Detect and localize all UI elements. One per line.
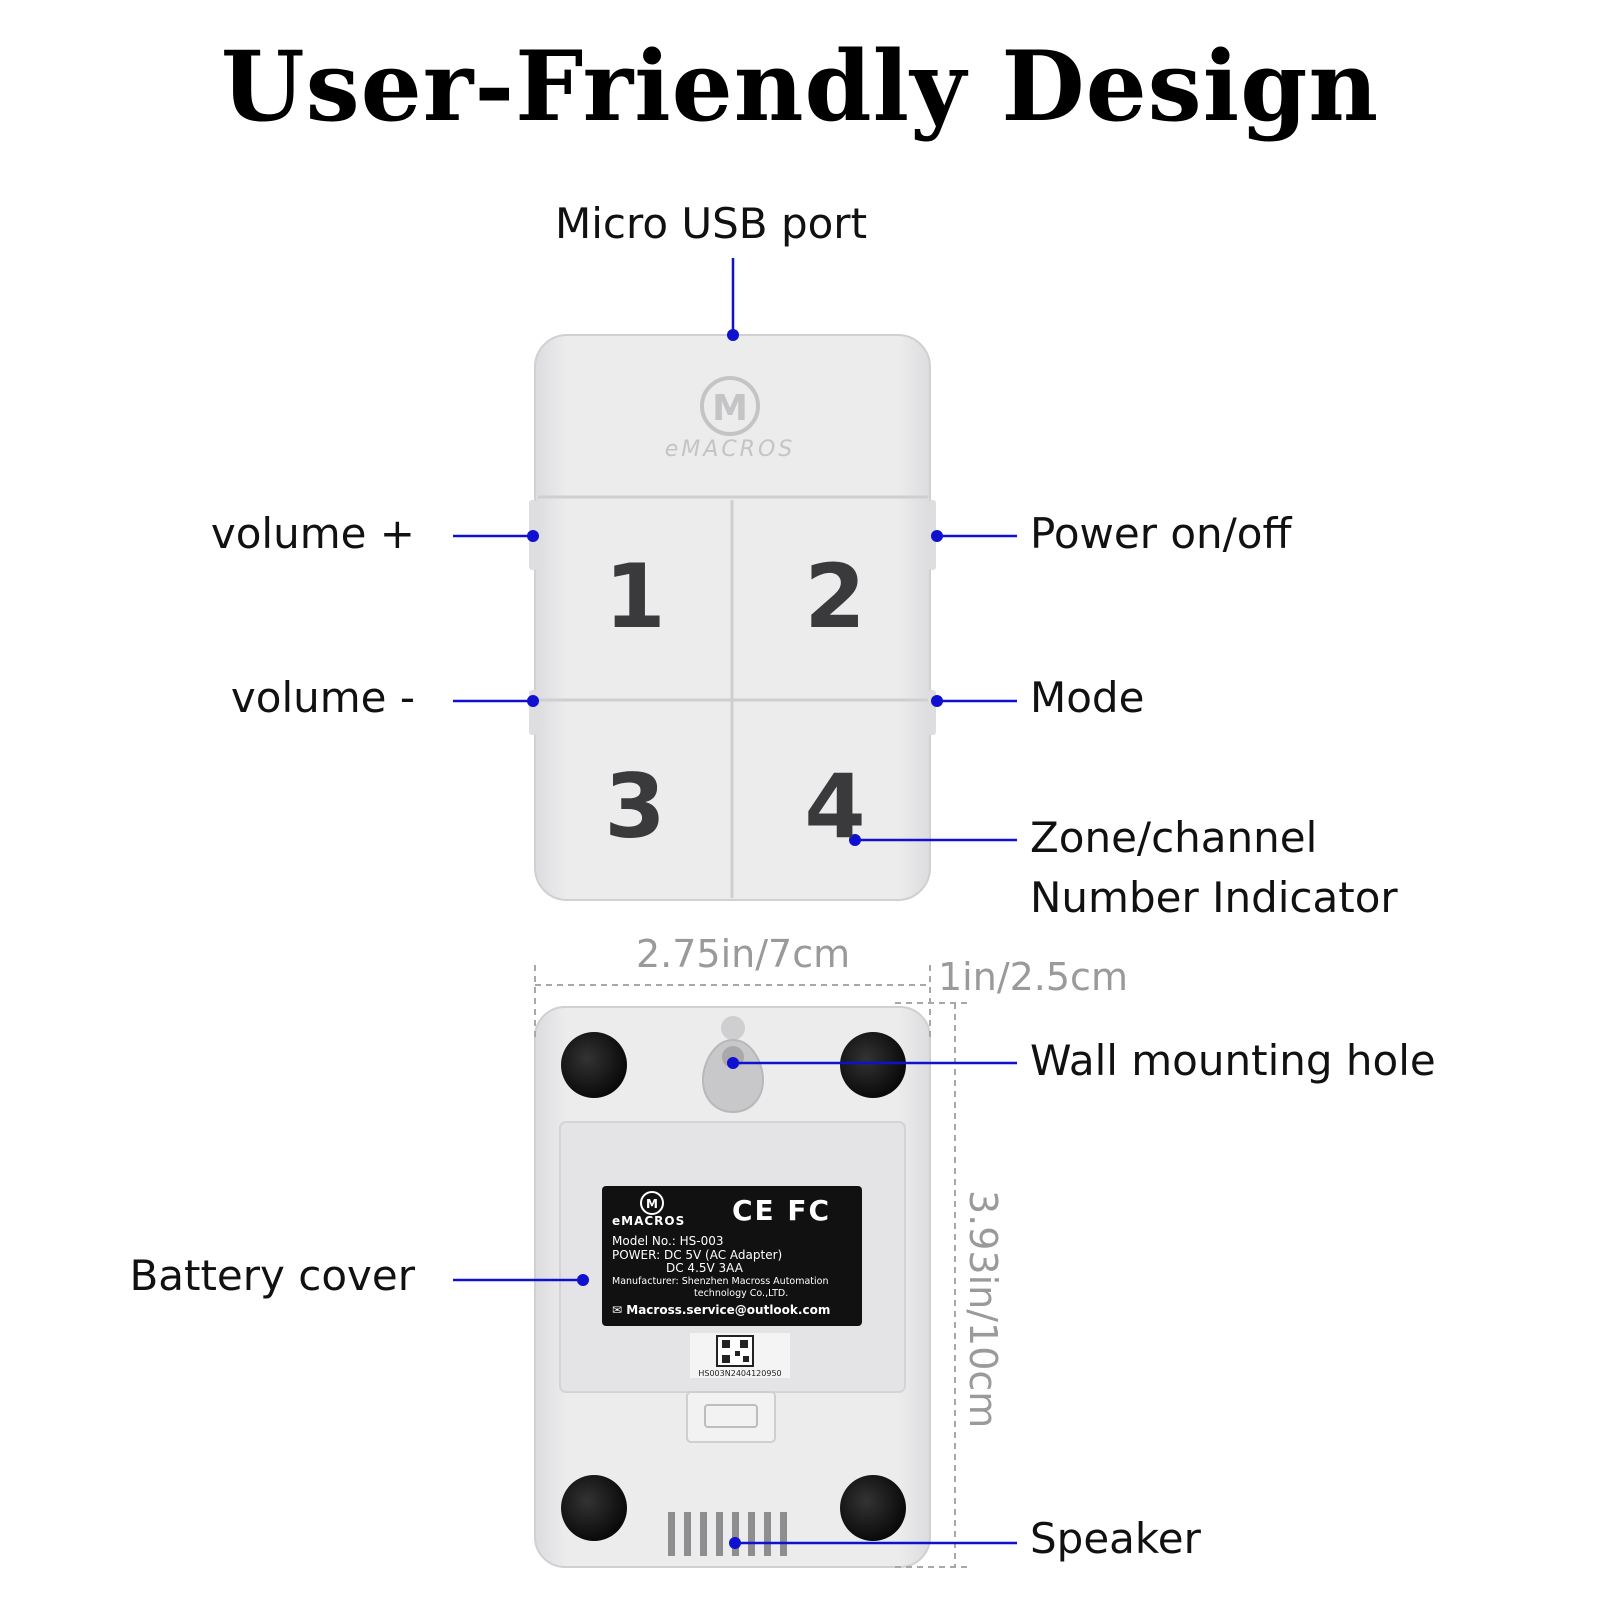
brand-logo-icon: M eMACROS xyxy=(665,376,796,462)
certification-marks: CE FC xyxy=(732,1194,832,1227)
label-plate: M xyxy=(602,1186,862,1326)
speaker-grill-icon xyxy=(668,1512,787,1556)
manufacturer-1: Manufacturer: Shenzhen Macross Automatio… xyxy=(612,1276,829,1287)
svg-text:eMACROS: eMACROS xyxy=(665,437,796,462)
speaker-label: Speaker xyxy=(1030,1514,1201,1563)
model-number: Model No.: HS-003 xyxy=(612,1234,724,1248)
svg-text:M: M xyxy=(646,1197,658,1211)
brand-name: eMACROS xyxy=(612,1214,686,1228)
qr-code-icon xyxy=(690,1333,790,1378)
back-device: M xyxy=(534,1006,931,1568)
manufacturer-2: technology Co.,LTD. xyxy=(694,1288,789,1299)
button-4-label: 4 xyxy=(804,755,866,858)
support-email-text: Macross.service@outlook.com xyxy=(626,1303,831,1317)
battery-cover-label: Battery cover xyxy=(129,1251,415,1300)
width-dimension-label: 2.75in/7cm xyxy=(636,932,851,976)
page-title: User-Friendly Design xyxy=(220,30,1380,143)
serial-number: HS003N2404120950 xyxy=(698,1369,782,1378)
micro-usb-label: Micro USB port xyxy=(555,199,868,248)
callout-lines xyxy=(453,258,1017,1545)
power-spec-2: DC 4.5V 3AA xyxy=(666,1261,743,1275)
callout-dots xyxy=(527,329,943,1549)
button-1-label: 1 xyxy=(604,545,666,648)
svg-text:M: M xyxy=(712,388,748,429)
wall-mounting-hole-label: Wall mounting hole xyxy=(1030,1036,1436,1085)
depth-dimension-label: 1in/2.5cm xyxy=(938,955,1128,999)
dimension-lines xyxy=(534,965,970,1568)
volume-down-label: volume - xyxy=(230,673,415,722)
front-device: M eMACROS xyxy=(529,334,936,901)
button-2-label: 2 xyxy=(804,545,866,648)
zone-indicator-label-line1: Zone/channel xyxy=(1030,813,1318,862)
mail-icon: ✉ xyxy=(612,1303,623,1317)
power-label: Power on/off xyxy=(1030,509,1292,558)
zone-indicator-label-line2: Number Indicator xyxy=(1030,873,1398,922)
support-email: ✉ Macross.service@outlook.com xyxy=(612,1303,830,1317)
power-spec-1: POWER: DC 5V (AC Adapter) xyxy=(612,1248,783,1262)
volume-up-label: volume + xyxy=(210,509,415,558)
label-plate-text: eMACROS CE FC Model No.: HS-003 POWER: D… xyxy=(606,1190,858,1324)
mode-label: Mode xyxy=(1030,673,1145,722)
height-dimension-label: 3.93in/10cm xyxy=(961,1190,1005,1429)
button-3-label: 3 xyxy=(604,755,666,858)
